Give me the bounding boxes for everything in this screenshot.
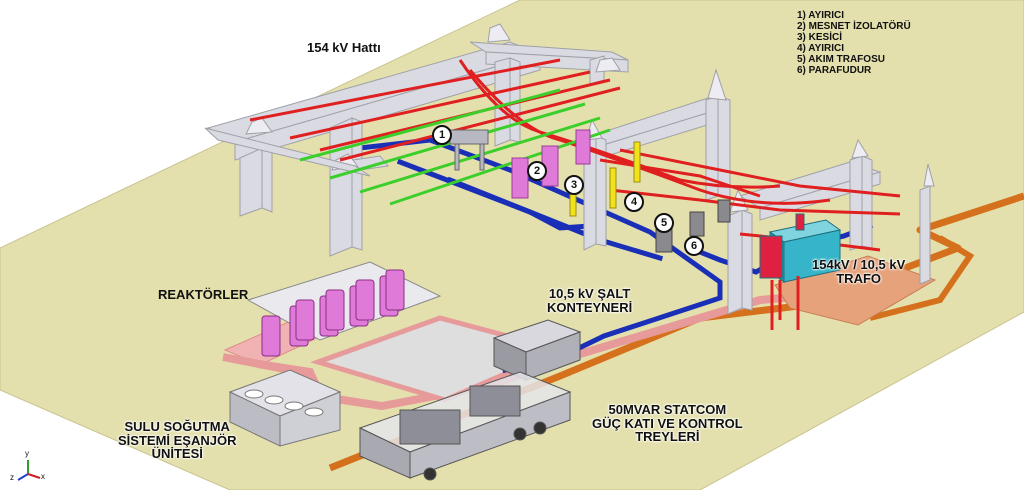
marker-3: 3	[564, 175, 584, 195]
statcom-trailer	[358, 371, 572, 481]
axis-label-x: x	[41, 472, 45, 481]
marker-4: 4	[624, 192, 644, 212]
legend-item: 5) AKIM TRAFOSU	[797, 54, 885, 65]
label-reactors: REAKTÖRLER	[158, 287, 249, 302]
marker-1: 1	[432, 125, 452, 145]
axis-triad	[17, 460, 41, 481]
label-cooling-unit: SULU SOĞUTMA SİSTEMİ EŞANJÖR ÜNİTESİ	[118, 419, 237, 462]
legend-item: 2) MESNET İZOLATÖRÜ	[797, 21, 911, 32]
disconnector-1	[449, 129, 489, 171]
legend: 1) AYIRICI 2) MESNET İZOLATÖRÜ 3) KESİCİ…	[797, 10, 911, 76]
label-154kv-line: 154 kV Hattı	[307, 40, 381, 55]
left-gantry	[204, 23, 542, 257]
legend-item: 1) AYIRICI	[797, 10, 845, 21]
marker-5: 5	[654, 213, 674, 233]
axis-label-z: z	[10, 473, 14, 482]
power-transformer	[759, 213, 842, 330]
marker-6: 6	[684, 236, 704, 256]
cooling-unit	[228, 369, 342, 447]
marker-2: 2	[527, 161, 547, 181]
legend-item: 6) PARAFUDUR	[797, 65, 872, 76]
legend-item: 4) AYIRICI	[797, 43, 845, 54]
post-insulators-2	[511, 129, 591, 199]
switchgear-container	[492, 319, 582, 381]
red-lines	[249, 58, 901, 252]
trafo-gantry	[727, 138, 935, 315]
axis-label-y: y	[25, 449, 29, 458]
legend-item: 3) KESİCİ	[797, 32, 843, 43]
label-transformer: 154kV / 10,5 kV TRAFO	[812, 257, 906, 286]
label-switchgear: 10,5 kV ŞALT KONTEYNERİ	[547, 286, 633, 315]
label-statcom: 50MVAR STATCOM GÜÇ KATI VE KONTROL TREYL…	[592, 402, 743, 445]
current-transformer-5	[655, 199, 731, 253]
orange-cable-branch	[869, 235, 975, 321]
reactors	[246, 261, 442, 357]
